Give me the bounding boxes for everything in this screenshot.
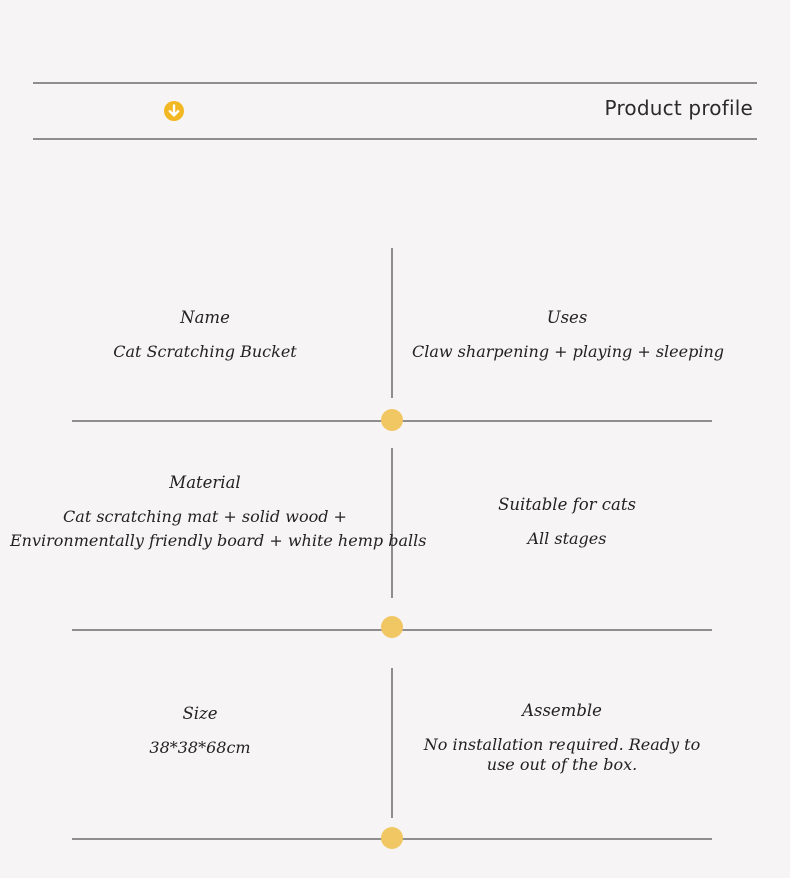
spec-material: Material Cat scratching mat + solid wood… (10, 473, 427, 551)
header-bottom-divider (33, 138, 757, 140)
spec-assemble-label: Assemble (522, 701, 602, 720)
spec-assemble: Assemble No installation required. Ready… (412, 701, 712, 775)
spec-assemble-value-line1: No installation required. Ready to (423, 735, 701, 754)
spec-name-label: Name (180, 308, 230, 327)
spec-suitable-label: Suitable for cats (498, 495, 636, 514)
spec-material-value-line2: Environmentally friendly board + white h… (10, 531, 427, 550)
divider-dot-2 (381, 616, 403, 638)
arrow-down-circle-icon (164, 101, 184, 121)
spec-uses-value: Claw sharpening + playing + sleeping (412, 342, 724, 361)
spec-suitable: Suitable for cats All stages (412, 495, 722, 549)
spec-uses: Uses Claw sharpening + playing + sleepin… (412, 308, 724, 362)
spec-size-label: Size (182, 704, 218, 723)
column-divider-row-1 (391, 248, 393, 398)
spec-size-value: 38*38*68cm (149, 738, 251, 757)
spec-suitable-value: All stages (527, 529, 607, 548)
spec-name: Name Cat Scratching Bucket (60, 308, 350, 362)
spec-assemble-value-line2: use out of the box. (486, 755, 638, 774)
spec-uses-label: Uses (546, 308, 588, 327)
divider-dot-3 (381, 827, 403, 849)
column-divider-row-3 (391, 668, 393, 818)
column-divider-row-2 (391, 448, 393, 598)
spec-material-label: Material (169, 473, 241, 492)
page-title: Product profile (604, 96, 753, 120)
spec-material-value-line1: Cat scratching mat + solid wood + (63, 507, 347, 526)
spec-size: Size 38*38*68cm (55, 704, 345, 758)
header-top-divider (33, 82, 757, 84)
spec-name-value: Cat Scratching Bucket (113, 342, 297, 361)
divider-dot-1 (381, 409, 403, 431)
